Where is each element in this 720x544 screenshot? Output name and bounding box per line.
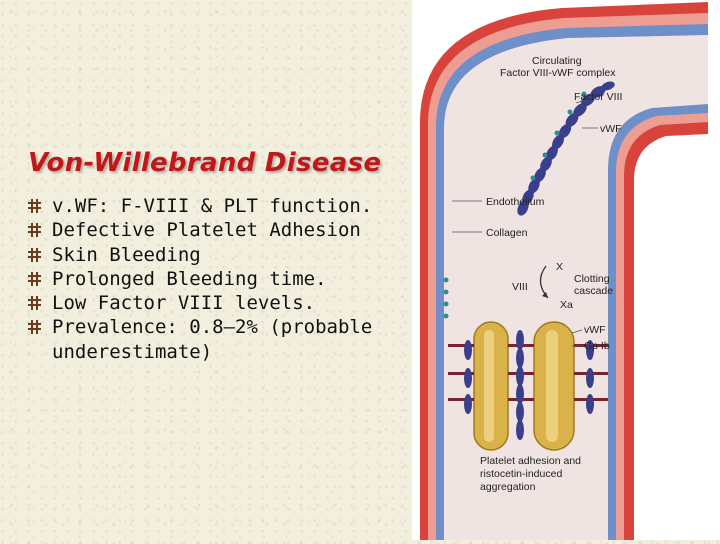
vessel-illustration: Circulating Factor VIII-vWF complex Fact…: [412, 0, 720, 540]
factor-viii-molecules: [530, 91, 587, 181]
bullet-list: v.WF: F-VIII & PLT function. Defective P…: [28, 194, 400, 364]
label-caption-1: Platelet adhesion and: [480, 455, 581, 467]
label-gp-ib: Gp Ib: [584, 340, 610, 352]
bullet-icon: [28, 223, 41, 238]
vwf-multimer-chain: [517, 81, 615, 216]
bullet-icon: [28, 296, 41, 311]
vessel-inner-white: [634, 134, 708, 540]
label-endothelium: Endothelium: [486, 196, 545, 208]
label-caption-3: aggregation: [480, 481, 536, 493]
label-caption-2: ristocetin-induced: [480, 468, 562, 480]
label-factor-viii: Factor VIII: [574, 91, 622, 103]
vwf-bridges: [448, 330, 608, 440]
platelet-left: [473, 321, 509, 451]
bullet-item: Prolonged Bleeding time.: [28, 267, 400, 291]
bullet-icon: [28, 199, 41, 213]
bullet-text: Low Factor VIII levels.: [52, 292, 316, 315]
bullet-text: Prolonged Bleeding time.: [52, 267, 327, 290]
bullet-text: Skin Bleeding: [52, 243, 201, 266]
bullet-icon: [28, 271, 41, 286]
label-vwf-bottom: vWF: [584, 324, 606, 336]
endothelial-receptors: [443, 277, 449, 319]
bullet-text: Prevalence: 0.8–2% (probable underestima…: [52, 316, 373, 363]
bullet-item: v.WF: F-VIII & PLT function.: [28, 194, 400, 218]
label-collagen: Collagen: [486, 227, 528, 239]
bullet-icon: [28, 247, 41, 262]
label-viii: VIII: [512, 281, 528, 293]
cascade-arrowhead: [542, 292, 548, 298]
label-xa: Xa: [560, 299, 573, 311]
vwf-diagram: Circulating Factor VIII-vWF complex Fact…: [412, 0, 720, 540]
bullet-text: v.WF: F-VIII & PLT function.: [52, 195, 373, 217]
label-x: X: [556, 261, 563, 273]
bullet-item: Skin Bleeding: [28, 243, 400, 267]
bullet-item: Prevalence: 0.8–2% (probable underestima…: [28, 315, 400, 364]
bullet-item: Defective Platelet Adhesion: [28, 218, 400, 242]
bullet-text: Defective Platelet Adhesion: [52, 219, 361, 242]
slide-title: Von-Willebrand Disease: [28, 148, 382, 178]
platelet-right: [533, 321, 575, 451]
bullet-item: Low Factor VIII levels.: [28, 291, 400, 315]
label-complex: Factor VIII-vWF complex: [500, 67, 616, 79]
label-cascade: cascade: [574, 285, 613, 297]
leader-lines: [452, 96, 598, 347]
label-vwf-top: vWF: [600, 123, 622, 135]
label-circulating: Circulating: [532, 55, 582, 67]
label-clotting: Clotting: [574, 273, 610, 285]
bullet-icon: [28, 320, 41, 335]
